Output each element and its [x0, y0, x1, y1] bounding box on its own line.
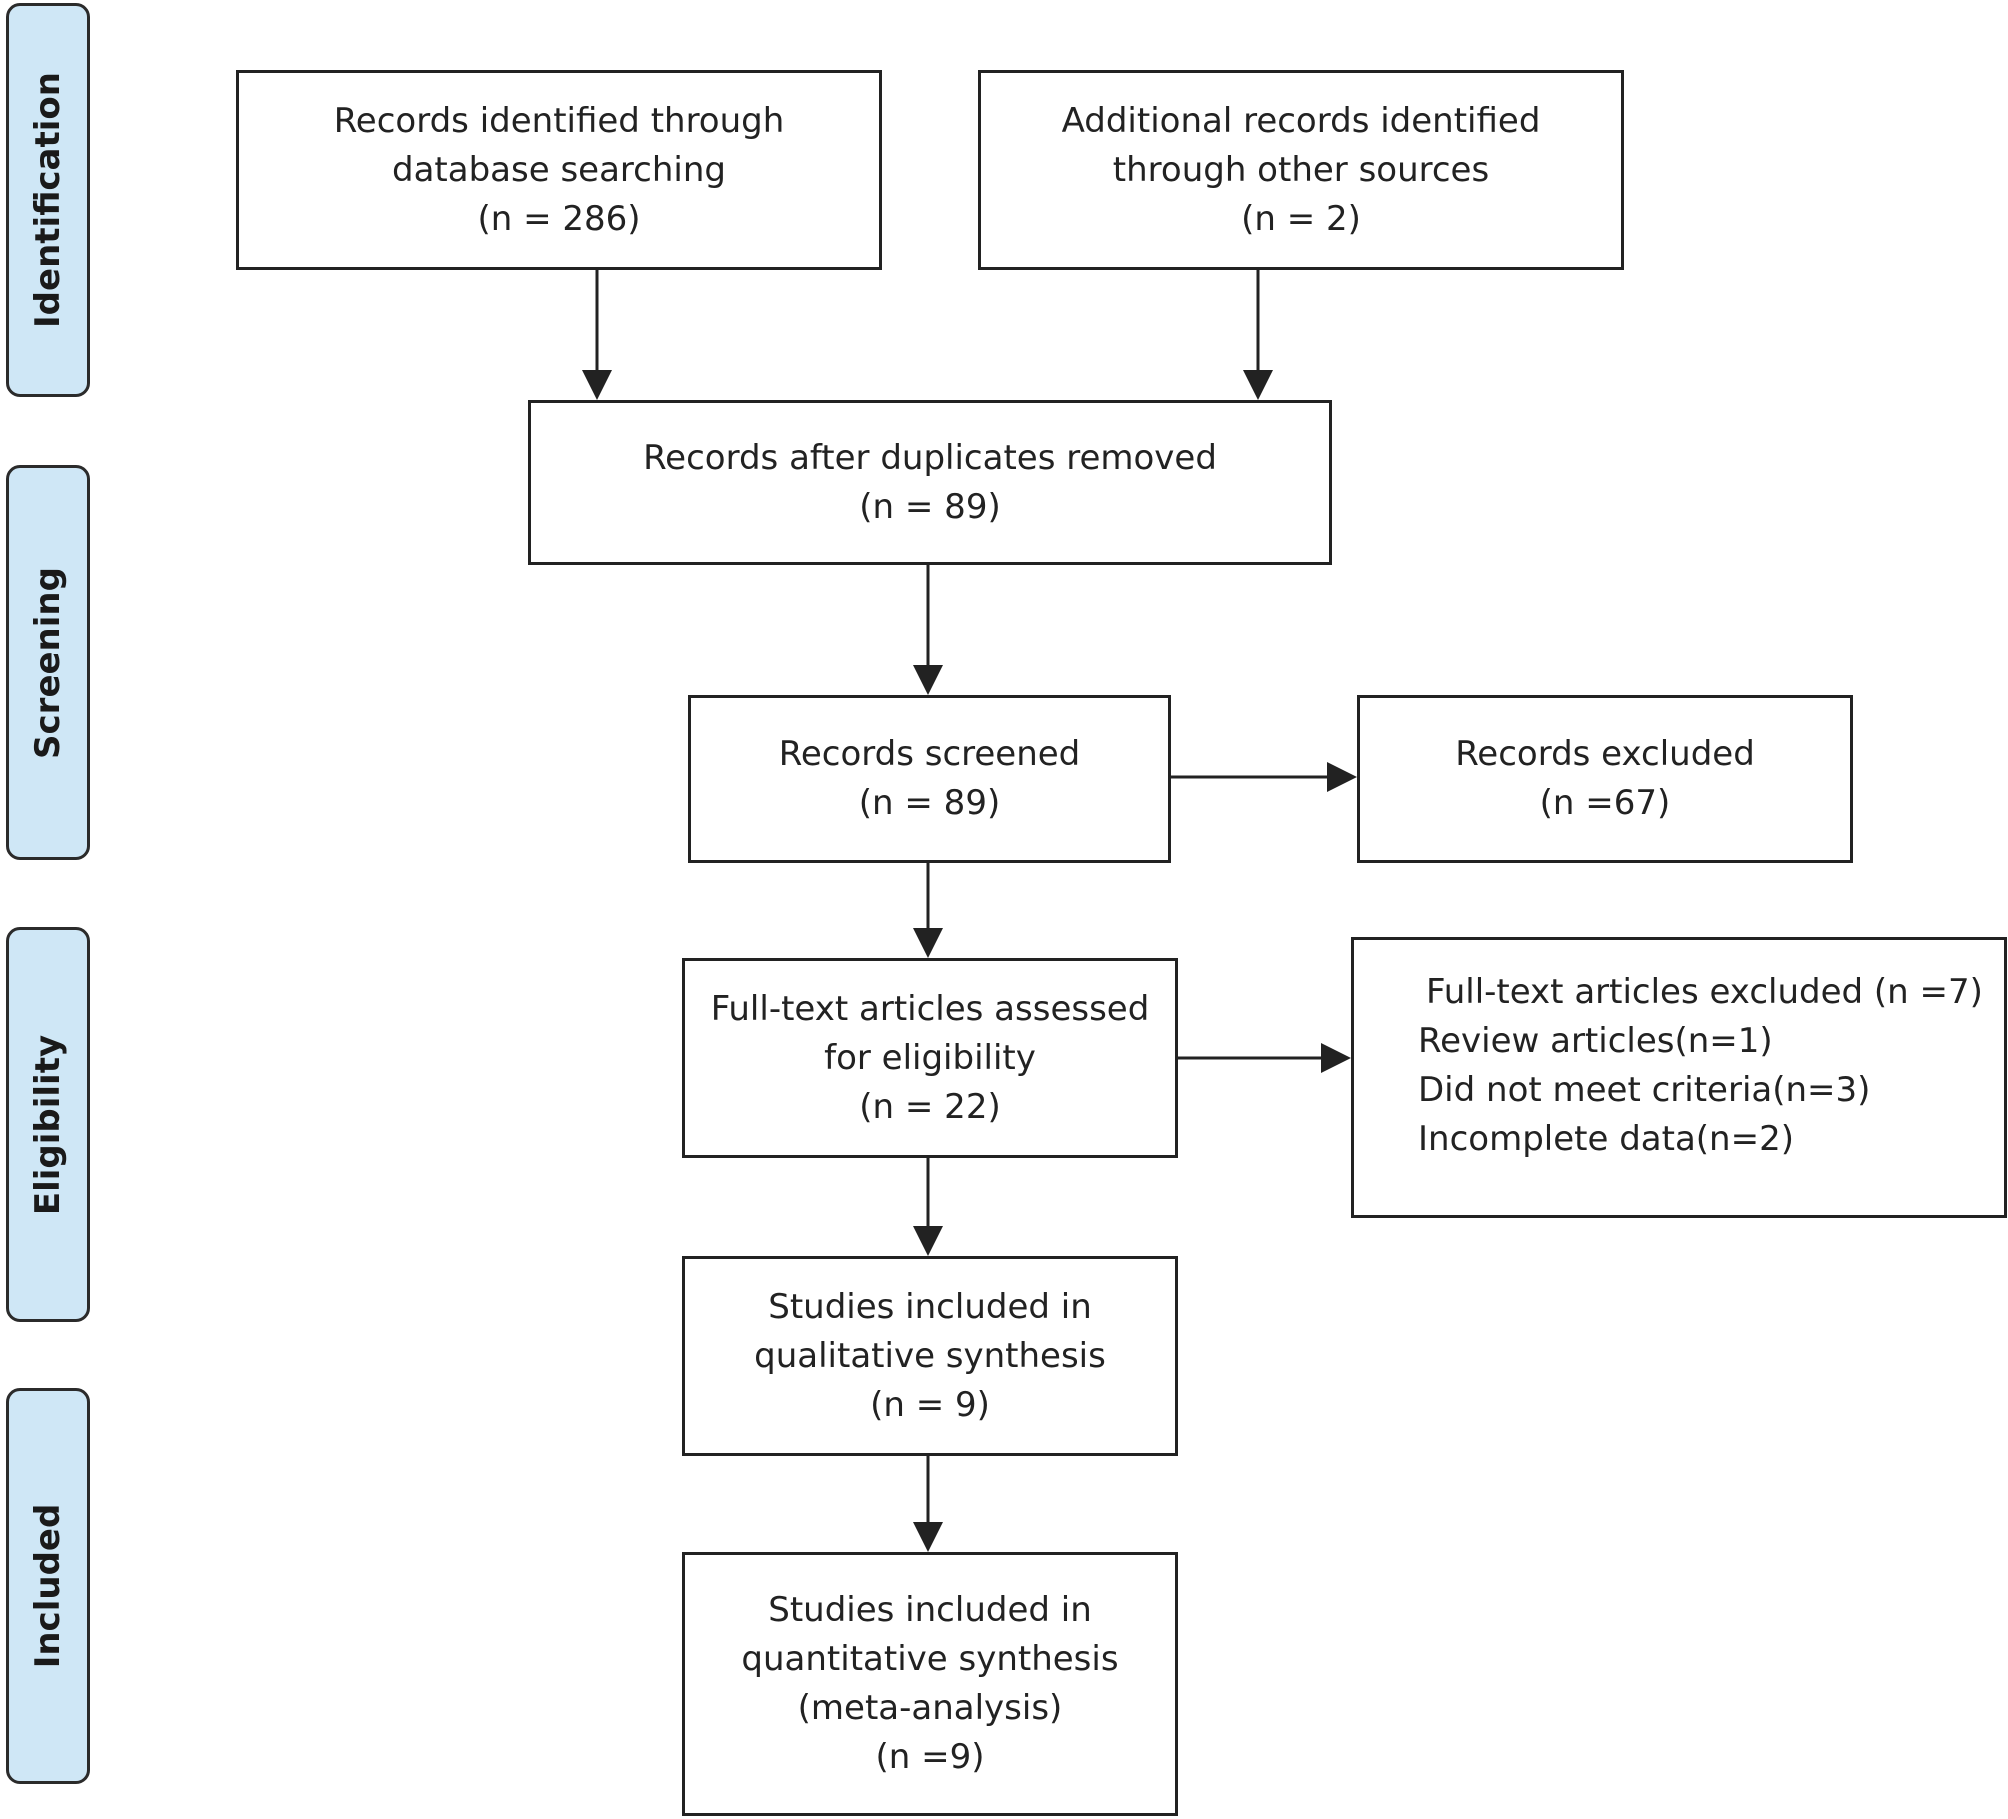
fulltext-assessed-box: Full-text articles assessed for eligibil…	[682, 958, 1178, 1158]
quantitative-count: (n =9)	[875, 1737, 985, 1777]
records-excluded-line-1: Records excluded	[1455, 734, 1755, 774]
fulltext-assessed-count: (n = 22)	[859, 1086, 1001, 1127]
other-sources-count: (n = 2)	[1241, 198, 1361, 239]
other-sources-line-1: Additional records identified	[1061, 100, 1541, 141]
database-records-line-2: database searching	[392, 149, 726, 190]
quantitative-line-2: quantitative synthesis	[741, 1639, 1119, 1679]
records-screened-count: (n = 89)	[858, 783, 1001, 823]
fulltext-assessed-line-1: Full-text articles assessed	[710, 988, 1150, 1029]
duplicates-removed-count: (n = 89)	[859, 486, 1001, 527]
qualitative-synthesis-box: Studies included in qualitative synthesi…	[682, 1256, 1178, 1456]
other-sources-line-2: through other sources	[1112, 149, 1490, 190]
records-excluded-count: (n =67)	[1539, 783, 1671, 823]
fulltext-excluded-box: Full-text articles excluded (n =7) Revie…	[1351, 937, 2007, 1218]
records-excluded-box: Records excluded (n =67)	[1357, 695, 1853, 863]
database-records-line-1: Records identified through	[333, 100, 785, 141]
database-records-box: Records identified through database sear…	[236, 70, 882, 270]
other-sources-box: Additional records identified through ot…	[978, 70, 1624, 270]
phase-eligibility: Eligibility	[6, 927, 90, 1322]
phase-identification: Identification	[6, 3, 90, 397]
exclusion-reason-review: Review articles(n=1)	[1418, 1021, 1773, 1061]
qualitative-count: (n = 9)	[870, 1384, 990, 1425]
phase-screening: Screening	[6, 465, 90, 860]
quantitative-line-1: Studies included in	[768, 1590, 1092, 1630]
qualitative-line-1: Studies included in	[768, 1286, 1092, 1327]
quantitative-synthesis-box: Studies included in quantitative synthes…	[682, 1552, 1178, 1816]
qualitative-line-2: qualitative synthesis	[754, 1335, 1106, 1376]
quantitative-line-3: (meta-analysis)	[797, 1688, 1063, 1728]
exclusion-reason-incomplete: Incomplete data(n=2)	[1418, 1119, 1794, 1159]
records-screened-box: Records screened (n = 89)	[688, 695, 1171, 863]
phase-included: Included	[6, 1388, 90, 1784]
fulltext-excluded-heading: Full-text articles excluded (n =7)	[1426, 972, 1983, 1012]
duplicates-removed-line-1: Records after duplicates removed	[643, 437, 1217, 478]
database-records-count: (n = 286)	[477, 198, 641, 239]
fulltext-assessed-line-2: for eligibility	[824, 1037, 1036, 1078]
duplicates-removed-box: Records after duplicates removed (n = 89…	[528, 400, 1332, 565]
records-screened-line-1: Records screened	[778, 734, 1081, 774]
exclusion-reason-criteria: Did not meet criteria(n=3)	[1418, 1070, 1871, 1110]
